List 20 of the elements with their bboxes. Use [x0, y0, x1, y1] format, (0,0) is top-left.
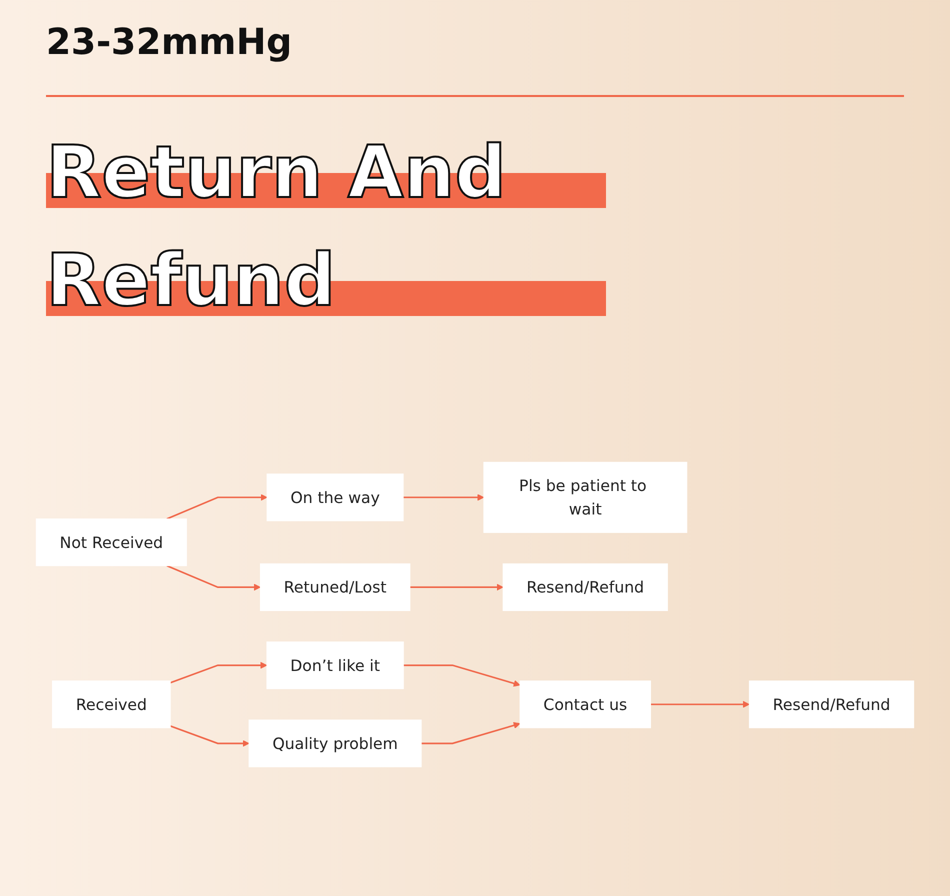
heading-label: 23-32mmHg	[46, 22, 292, 63]
node-box: Resend/Refund	[748, 681, 914, 729]
node-box: Don’t like it	[266, 642, 404, 690]
node-box: Contact us	[520, 681, 651, 729]
arrow	[170, 662, 268, 684]
node-box: Not Received	[36, 518, 187, 567]
node-box: Pls be patient to wait	[483, 462, 688, 534]
node-box: On the way	[266, 474, 404, 522]
node-box: Resend/Refund	[502, 564, 668, 612]
arrow	[410, 584, 504, 592]
arrow	[421, 722, 520, 745]
arrow	[170, 726, 250, 748]
arrow	[166, 494, 268, 520]
node-box: Received	[52, 681, 171, 729]
node-box: Quality problem	[248, 720, 422, 768]
arrow	[650, 701, 750, 708]
node-box: Retuned/Lost	[260, 564, 410, 612]
arrow	[166, 565, 261, 592]
arrow	[403, 494, 484, 502]
arrow	[403, 664, 520, 688]
